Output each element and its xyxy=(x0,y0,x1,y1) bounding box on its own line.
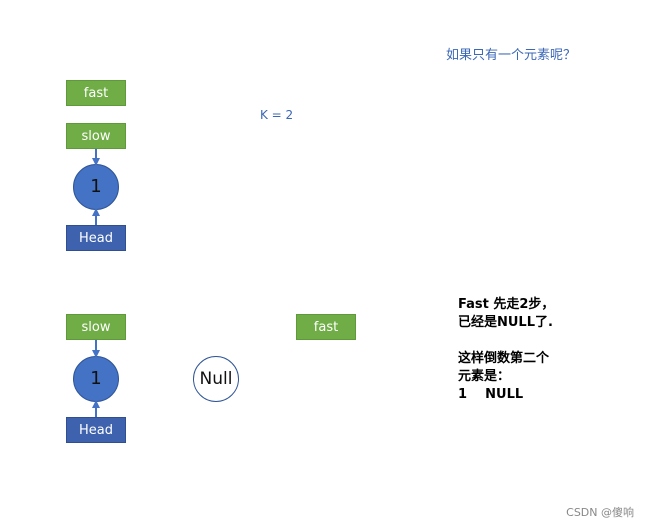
watermark: CSDN @傻响 xyxy=(566,506,634,519)
bottom-null-node: Null xyxy=(193,356,239,402)
explanation-line4: 元素是： xyxy=(458,369,511,384)
top-slow-pointer: slow xyxy=(66,123,126,149)
bottom-fast-pointer: fast xyxy=(296,314,356,340)
explanation-line3: 这样倒数第二个 xyxy=(458,351,550,366)
k-label: K = 2 xyxy=(260,108,294,122)
bottom-head-box: Head xyxy=(66,417,126,443)
explanation-line5: 1 NULL xyxy=(458,387,524,402)
top-node-1: 1 xyxy=(73,164,119,210)
explanation-block: Fast 先走2步， 已经是NULL了. 这样倒数第二个 元素是： 1 NULL xyxy=(458,296,554,404)
top-fast-pointer: fast xyxy=(66,80,126,106)
top-head-box: Head xyxy=(66,225,126,251)
explanation-line1: Fast 先走2步， xyxy=(458,297,555,312)
bottom-node-1: 1 xyxy=(73,356,119,402)
question-text: 如果只有一个元素呢？ xyxy=(446,48,577,63)
explanation-line2: 已经是NULL了. xyxy=(458,315,553,330)
bottom-slow-pointer: slow xyxy=(66,314,126,340)
